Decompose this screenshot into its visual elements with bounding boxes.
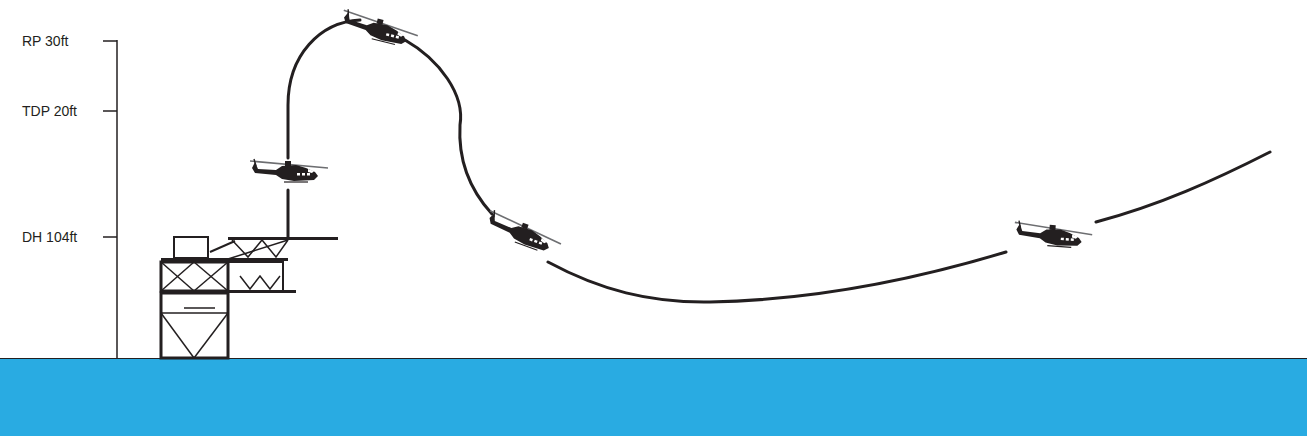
sea xyxy=(0,358,1307,436)
height-axis xyxy=(116,40,118,358)
platform-brace xyxy=(161,313,194,358)
platform-brace xyxy=(194,313,228,358)
helicopter xyxy=(250,159,328,182)
height-label: DH 104ft xyxy=(22,228,77,246)
platform-strut xyxy=(161,312,228,314)
axis-tick xyxy=(103,236,117,238)
axis-tick xyxy=(103,40,117,42)
helideck-support xyxy=(228,240,288,259)
path-segment xyxy=(405,40,492,214)
height-label: TDP 20ft xyxy=(22,102,77,120)
module xyxy=(228,262,283,291)
helideck xyxy=(228,237,338,240)
axis-tick xyxy=(103,110,117,112)
module xyxy=(161,262,228,291)
module-brace xyxy=(194,262,228,291)
flight-path xyxy=(288,20,1270,302)
module-brace xyxy=(240,276,280,289)
platform-leg-block xyxy=(161,293,228,358)
path-segment xyxy=(288,20,360,158)
helicopter xyxy=(339,8,420,49)
helicopter xyxy=(1013,220,1092,248)
helicopter xyxy=(483,209,564,257)
platform-detail xyxy=(184,307,215,309)
path-segment xyxy=(1096,152,1270,222)
height-label: RP 30ft xyxy=(22,32,68,50)
path-segment xyxy=(287,190,290,238)
cabin xyxy=(174,237,208,258)
platform xyxy=(161,237,338,358)
helideck-stair xyxy=(210,241,235,252)
module-brace xyxy=(161,262,194,291)
module-brace xyxy=(161,262,194,291)
path-segment xyxy=(548,252,1006,302)
module-brace xyxy=(194,262,228,291)
